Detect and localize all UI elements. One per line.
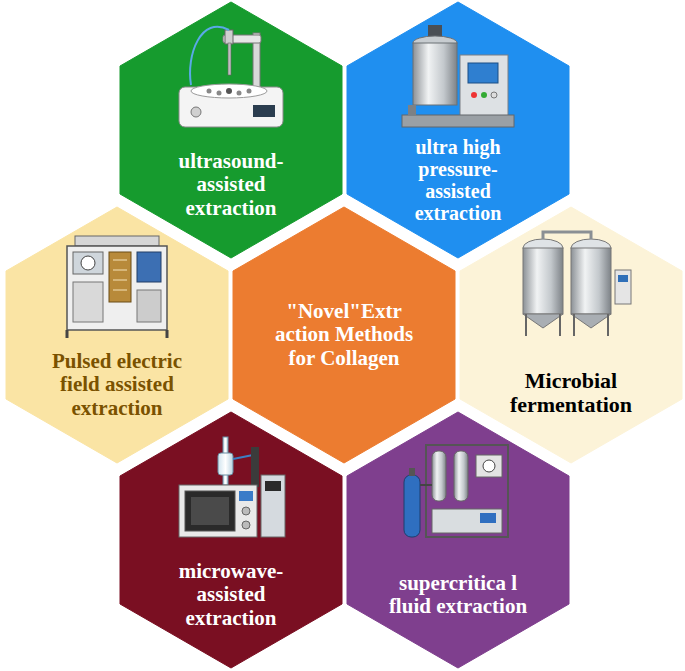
hexagon-border — [120, 2, 342, 258]
hexagon-node: supercritica l fluid extraction — [347, 412, 569, 668]
hexagon-border — [460, 207, 682, 463]
hexagon-border — [6, 207, 228, 463]
fermentation-tanks — [523, 232, 631, 336]
hexagon-outline — [460, 207, 682, 463]
hexagon-outline — [6, 207, 228, 463]
hexagon-node: microwave- assisted extraction — [120, 412, 342, 668]
hexagon-fill — [233, 207, 455, 463]
hexagon-border — [233, 207, 455, 463]
hexagon-outline — [120, 412, 342, 668]
pressure-vessel — [402, 25, 514, 127]
hexagon-fill — [460, 207, 682, 463]
ultrasound-instrument — [179, 27, 283, 127]
method-label: Pulsed electric field assisted extractio… — [31, 350, 203, 419]
supercritical-extractor — [404, 445, 508, 537]
hexagon-outline — [347, 412, 569, 668]
hexagon-fill — [347, 412, 569, 668]
method-label: ultra high pressure- assisted extraction — [388, 136, 528, 224]
method-label: supercritica l fluid extraction — [388, 572, 528, 618]
hexagon-fill — [6, 207, 228, 463]
hexagon-fill — [347, 2, 569, 258]
method-label: ultrasound- assisted extraction — [161, 150, 301, 219]
hexagon-node: ultrasound- assisted extraction — [120, 2, 342, 258]
method-label: "Novel"Extr action Methods for Collagen — [274, 300, 414, 369]
hexagon-outline — [120, 2, 342, 258]
hexagon-border — [120, 412, 342, 668]
method-label: microwave- assisted extraction — [161, 560, 301, 629]
microwave-extractor — [179, 437, 285, 537]
hexagon-node: ultra high pressure- assisted extraction — [347, 2, 569, 258]
hexagon-fill — [120, 2, 342, 258]
hexagon-node: Microbial fermentation — [460, 207, 682, 463]
hexagon-node: "Novel"Extr action Methods for Collagen — [233, 207, 455, 463]
hexagon-node: Pulsed electric field assisted extractio… — [6, 207, 228, 463]
method-label: Microbial fermentation — [491, 369, 651, 417]
hexagon-border — [347, 2, 569, 258]
hexagon-border — [347, 412, 569, 668]
pulsed-electric-field-rig — [67, 236, 167, 338]
hexagon-fill — [120, 412, 342, 668]
